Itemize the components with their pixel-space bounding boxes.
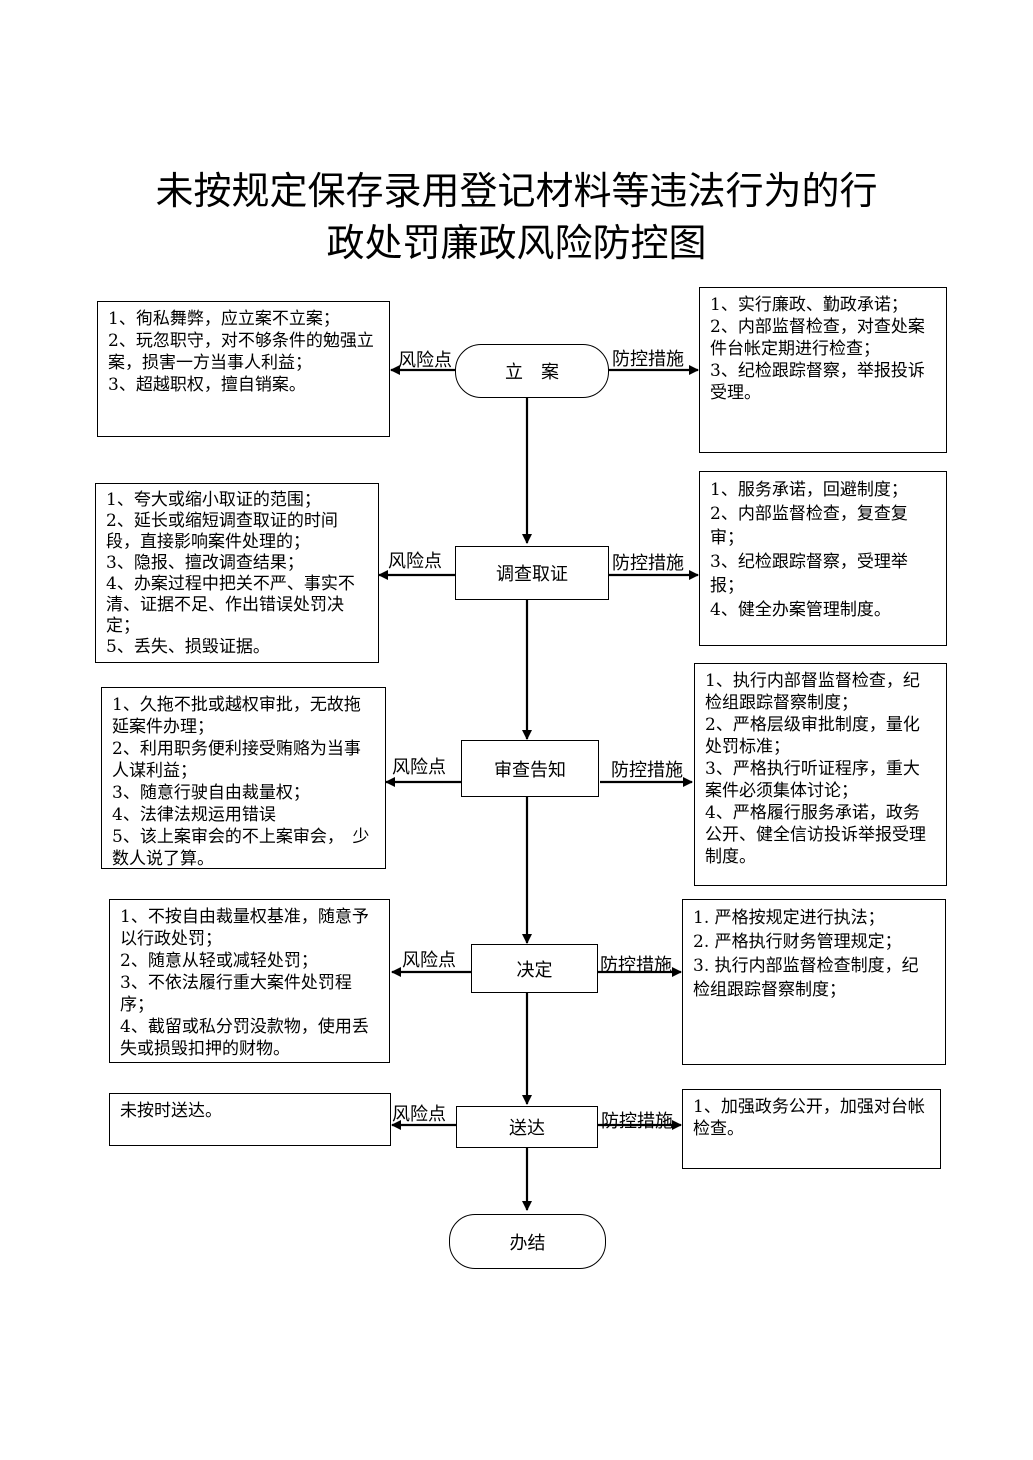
control-item: 1、加强政务公开，加强对台帐检查。	[693, 1097, 925, 1139]
control-label-3: 防控措施	[611, 760, 683, 781]
risk-item: 1、不按自由裁量权基准，随意予以行政处罚；	[120, 907, 369, 949]
control-box-3: 1、执行内部督监督检查，纪检组跟踪督察制度； 2、严格层级审批制度，量化处罚标准…	[694, 663, 947, 886]
risk-box-4: 1、不按自由裁量权基准，随意予以行政处罚； 2、随意从轻或减轻处罚； 3、不依法…	[109, 899, 390, 1063]
risk-item: 3、隐报、擅改调查结果；	[106, 553, 304, 573]
risk-item: 3、随意行驶自由裁量权；	[112, 783, 310, 803]
risk-item: 3、超越职权，擅自销案。	[108, 375, 306, 395]
step-node-3: 审查告知	[461, 740, 599, 797]
control-item: 3、纪检跟踪督察，举报投诉受理。	[710, 361, 925, 403]
risk-label-4: 风险点	[402, 950, 456, 971]
diagram-title-line2: 政处罚廉政风险防控图	[326, 221, 707, 265]
risk-item: 1、夸大或缩小取证的范围；	[106, 490, 321, 510]
control-item: 2、内部监督检查，复查复审；	[710, 504, 908, 548]
step-node-5: 送达	[456, 1106, 598, 1148]
control-item: 3. 执行内部监督检查制度，纪检组跟踪督察制度；	[693, 956, 919, 1000]
risk-box-5: 未按时送达。	[109, 1093, 391, 1146]
control-item: 1、执行内部督监督检查，纪检组跟踪督察制度；	[705, 671, 920, 713]
control-item: 1、服务承诺，回避制度；	[710, 480, 908, 500]
risk-label-2: 风险点	[388, 551, 442, 572]
control-item: 2. 严格执行财务管理规定；	[693, 932, 902, 952]
control-box-4: 1. 严格按规定进行执法； 2. 严格执行财务管理规定； 3. 执行内部监督检查…	[682, 899, 946, 1065]
risk-item: 未按时送达。	[120, 1101, 222, 1121]
control-label-4: 防控措施	[600, 955, 672, 976]
control-box-2: 1、服务承诺，回避制度； 2、内部监督检查，复查复审； 3、纪检跟踪督察，受理举…	[699, 471, 947, 646]
risk-item: 2、随意从轻或减轻处罚；	[120, 951, 318, 971]
step-node-1: 立 案	[455, 344, 609, 398]
risk-item: 1、久拖不批或越权审批，无故拖延案件办理；	[112, 695, 361, 737]
control-item: 4、健全办案管理制度。	[710, 600, 891, 620]
risk-item: 4、办案过程中把关不严、事实不清、证据不足、作出错误处罚决定；	[106, 574, 355, 636]
diagram-title-line1: 未按规定保存录用登记材料等违法行为的行	[155, 169, 878, 213]
risk-item: 1、徇私舞弊，应立案不立案；	[108, 309, 340, 329]
risk-item: 2、玩忽职守，对不够条件的勉强立案，损害一方当事人利益；	[108, 331, 374, 373]
risk-box-3: 1、久拖不批或越权审批，无故拖延案件办理； 2、利用职务便利接受贿赂为当事人谋利…	[101, 687, 386, 869]
risk-item: 5、该上案审会的不上案审会， 少数人说了算。	[112, 827, 370, 869]
control-box-5: 1、加强政务公开，加强对台帐检查。	[682, 1089, 941, 1169]
control-item: 4、严格履行服务承诺，政务公开、健全信访投诉举报受理制度。	[705, 803, 926, 867]
control-label-2: 防控措施	[612, 553, 684, 574]
control-item: 2、内部监督检查，对查处案件台帐定期进行检查；	[710, 317, 925, 359]
step-node-2: 调查取证	[455, 546, 609, 600]
control-item: 2、严格层级审批制度，量化处罚标准；	[705, 715, 920, 757]
risk-item: 4、法律法规运用错误	[112, 805, 276, 825]
risk-label-3: 风险点	[392, 757, 446, 778]
risk-item: 2、延长或缩短调查取证的时间段，直接影响案件处理的；	[106, 511, 338, 552]
control-label-1: 防控措施	[612, 349, 684, 370]
control-item: 3、严格执行听证程序，重大案件必须集体讨论；	[705, 759, 920, 801]
step-node-4: 决定	[471, 944, 598, 993]
risk-item: 3、不依法履行重大案件处罚程序；	[120, 973, 352, 1015]
control-item: 1. 严格按规定进行执法；	[693, 908, 885, 928]
control-item: 1、实行廉政、勤政承诺；	[710, 295, 908, 315]
risk-item: 4、截留或私分罚没款物，使用丢失或损毁扣押的财物。	[120, 1017, 369, 1059]
risk-label-5: 风险点	[392, 1104, 446, 1125]
risk-item: 2、利用职务便利接受贿赂为当事人谋利益；	[112, 739, 361, 781]
end-node: 办结	[449, 1214, 606, 1269]
control-item: 3、纪检跟踪督察，受理举报；	[710, 552, 908, 596]
risk-box-2: 1、夸大或缩小取证的范围； 2、延长或缩短调查取证的时间段，直接影响案件处理的；…	[95, 483, 379, 663]
control-box-1: 1、实行廉政、勤政承诺； 2、内部监督检查，对查处案件台帐定期进行检查； 3、纪…	[699, 287, 947, 453]
risk-item: 5、丢失、损毁证据。	[106, 637, 270, 657]
control-label-5: 防控措施	[601, 1111, 673, 1132]
risk-label-1: 风险点	[398, 350, 452, 371]
risk-box-1: 1、徇私舞弊，应立案不立案； 2、玩忽职守，对不够条件的勉强立案，损害一方当事人…	[97, 301, 390, 437]
